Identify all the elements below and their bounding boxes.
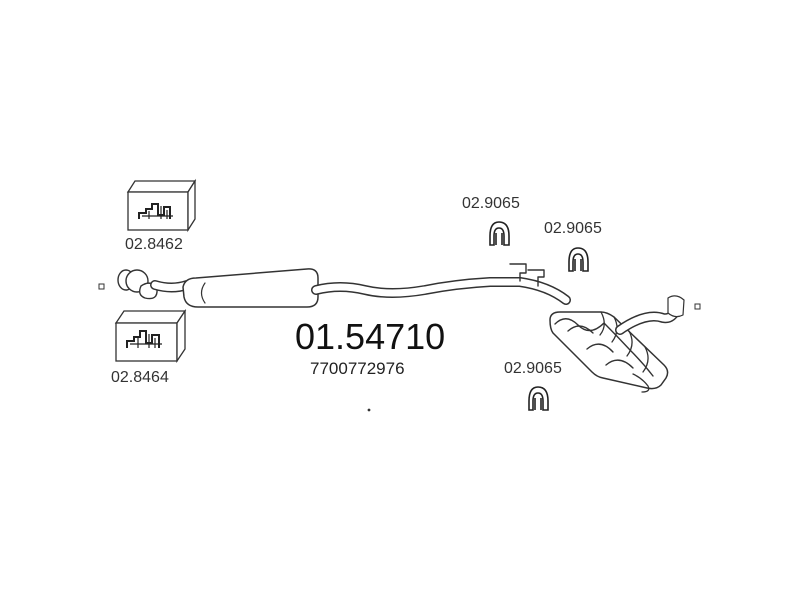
clamp-box-icon-bottom xyxy=(114,308,187,364)
rubber-hanger-icon-1 xyxy=(489,221,510,246)
center-muffler xyxy=(182,268,319,308)
part-code-hanger-1: 02.9065 xyxy=(462,195,520,212)
right-end-marker xyxy=(694,303,701,310)
part-code-hanger-2: 02.9065 xyxy=(544,220,602,237)
oem-part-number: 7700772976 xyxy=(310,359,405,378)
rubber-hanger-icon-3 xyxy=(528,386,549,411)
rear-muffler xyxy=(549,311,669,393)
left-end-marker xyxy=(98,283,105,290)
part-code-clamp-top-left: 02.8462 xyxy=(125,236,183,253)
small-dot xyxy=(367,408,371,412)
part-code-clamp-bottom-left: 02.8464 xyxy=(111,369,169,386)
rubber-hanger-icon-2 xyxy=(568,247,589,272)
part-code-hanger-3: 02.9065 xyxy=(504,360,562,377)
exhaust-pipe-assembly xyxy=(117,263,685,393)
main-part-number: 01.54710 xyxy=(295,316,446,357)
clamp-box-icon-top xyxy=(126,178,197,233)
